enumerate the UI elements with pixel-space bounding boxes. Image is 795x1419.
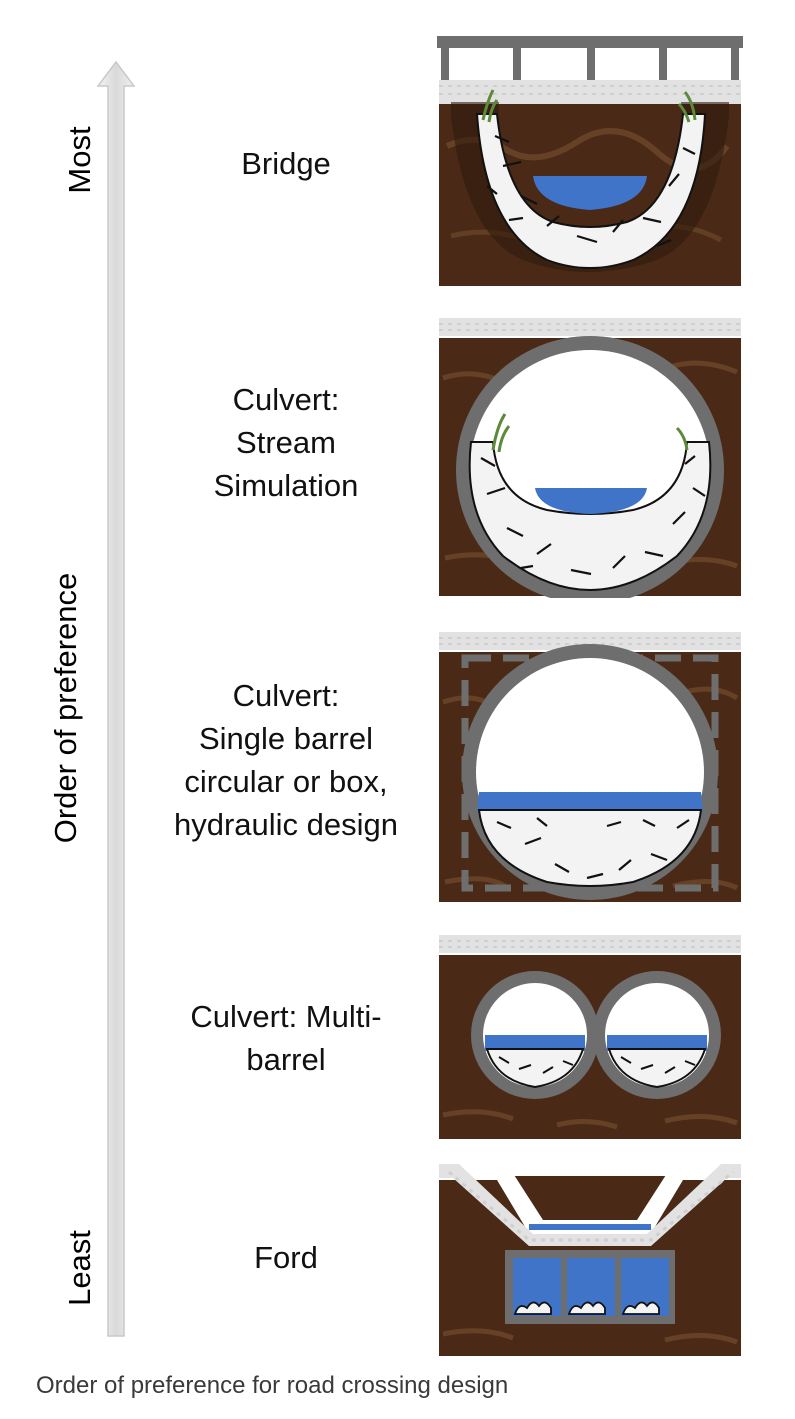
figure-caption: Order of preference for road crossing de…	[36, 1372, 509, 1399]
axis-bottom-label: Least	[62, 1230, 97, 1306]
ford-illustration	[437, 1164, 743, 1358]
culvert-single-barrel-illustration	[437, 632, 743, 904]
preference-arrow	[96, 60, 136, 1340]
axis-title: Order of preference	[48, 572, 83, 844]
label-culvert-stream-simulation: Culvert: Stream Simulation	[213, 382, 359, 503]
label-culvert-multi-barrel: Culvert: Multi- barrel	[190, 999, 382, 1077]
label-bridge: Bridge	[241, 146, 331, 181]
bridge-illustration	[437, 36, 743, 288]
label-ford: Ford	[254, 1240, 318, 1275]
culvert-stream-simulation-illustration	[437, 318, 743, 598]
culvert-multi-barrel-illustration	[437, 935, 743, 1141]
label-culvert-single-barrel: Culvert: Single barrel circular or box, …	[173, 678, 399, 842]
axis-top-label: Most	[62, 126, 97, 194]
